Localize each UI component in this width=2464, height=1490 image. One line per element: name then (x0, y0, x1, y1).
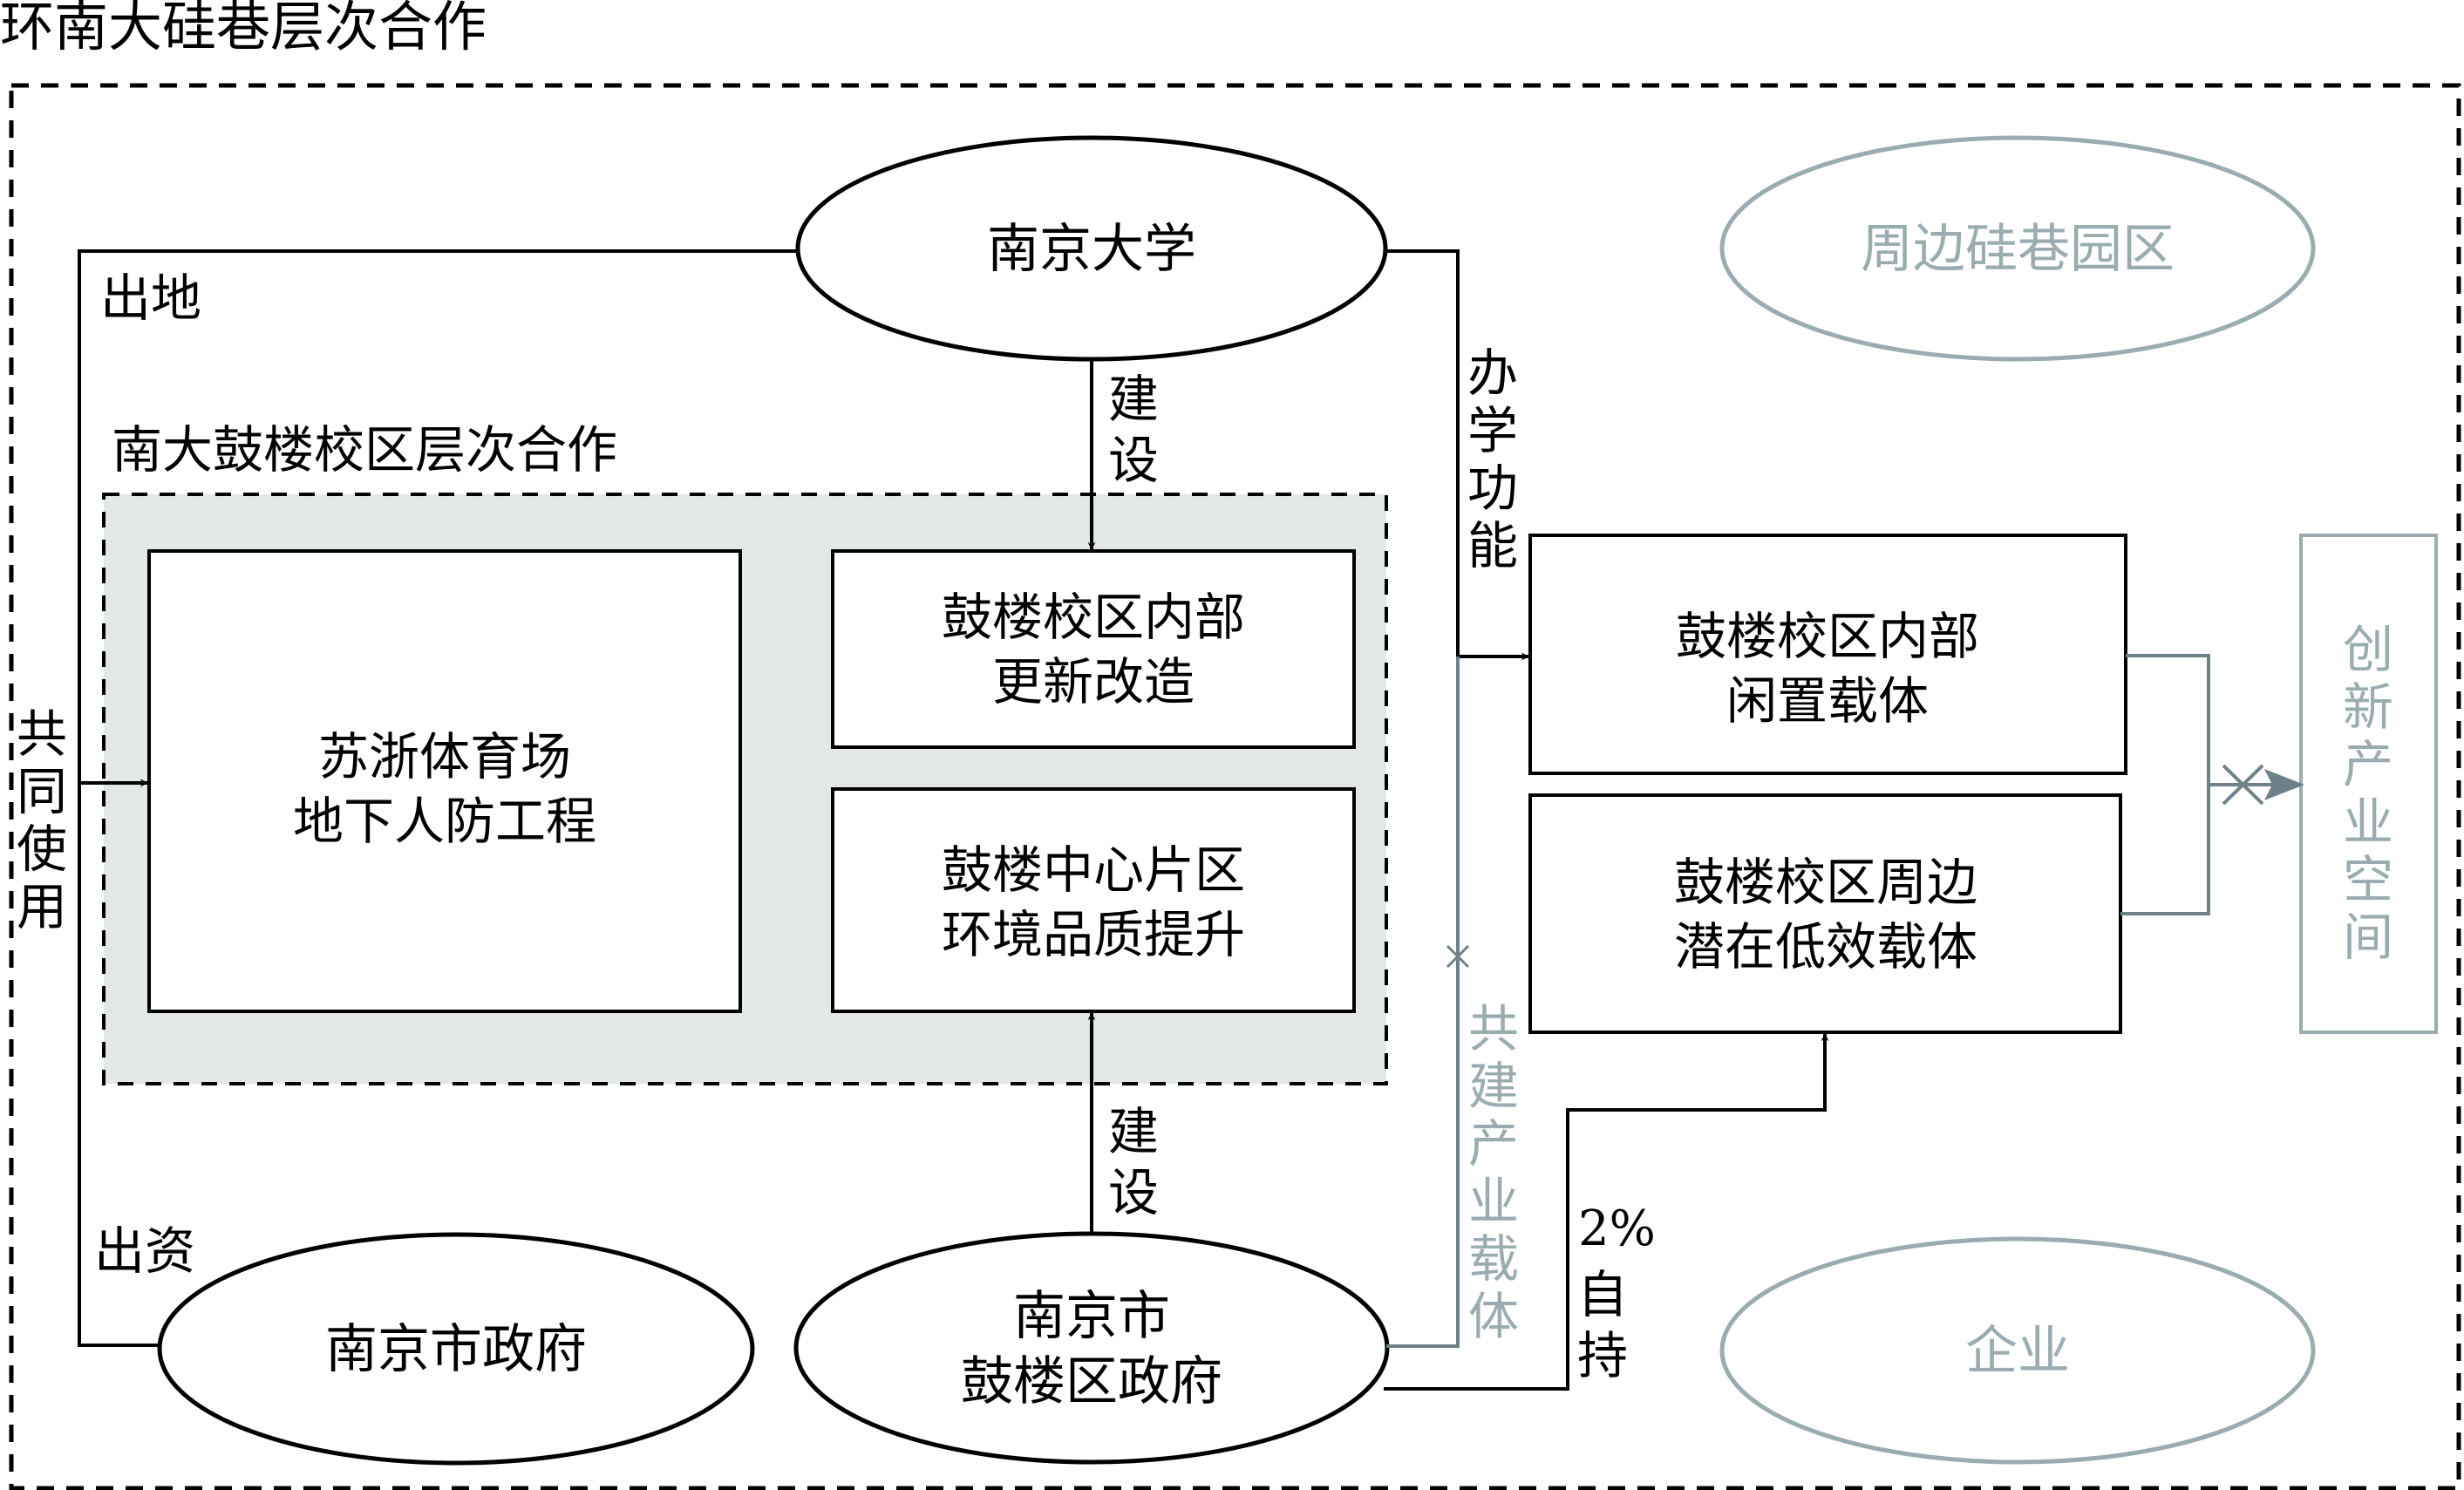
edge-land-invest (78, 249, 798, 1347)
carrier-idle[interactable]: 鼓楼校区内部 闲置载体 (1528, 534, 2127, 775)
label-school-function-char: 能 (1467, 516, 1518, 575)
label-shared-use-char: 使 (17, 820, 67, 879)
actor-silicon-parks[interactable]: 周边硅巷园区 (1719, 135, 2316, 362)
arrow-head-icon (2264, 769, 2304, 800)
carrier-potential[interactable]: 鼓楼校区周边 潜在低效载体 (1528, 793, 2122, 1034)
label-shared-use-char: 共 (17, 704, 67, 764)
innovation-space-text-char: 产 (2343, 735, 2393, 794)
actor-city-gov-label: 南京市政府 (325, 1319, 587, 1380)
label-build-bottom-char: 设 (1108, 1163, 1159, 1222)
label-school-function-char: 办 (1467, 344, 1518, 403)
project-center-environment[interactable]: 鼓楼中心片区 环境品质提升 (831, 787, 1356, 1013)
blocked-mark-icon (1446, 944, 1470, 969)
project-suzhe-stadium[interactable]: 苏浙体育场 地下人防工程 (147, 549, 742, 1013)
label-build-bottom: 建设 (1108, 1102, 1159, 1222)
carrier-idle-line1: 鼓楼校区内部 (1676, 607, 1979, 666)
innovation-space-text-char: 新 (2343, 677, 2393, 737)
label-shared-use-char: 用 (17, 877, 67, 936)
label-school-function-char: 功 (1467, 459, 1518, 518)
label-build-top-char: 设 (1108, 431, 1159, 490)
diagram-title: 环南大硅巷层次合作 (0, 0, 487, 58)
project-campus-renewal[interactable]: 鼓楼校区内部 更新改造 (831, 549, 1356, 749)
innovation-space-text-char: 业 (2343, 793, 2393, 852)
label-co-build-char: 共 (1468, 999, 1519, 1058)
carrier-potential-line1: 鼓楼校区周边 (1674, 853, 1977, 912)
label-school-function-char: 学 (1467, 401, 1518, 460)
actor-nju[interactable]: 南京大学 (795, 135, 1388, 362)
edge-co-build (1386, 657, 1460, 1348)
edge-carriers-merge (2120, 654, 2210, 915)
project-suzhe-line2: 地下人防工程 (293, 792, 596, 851)
actor-enterprise[interactable]: 企业 (1719, 1236, 2316, 1465)
project-center-env-line2: 环境品质提升 (942, 905, 1245, 964)
actor-nju-label: 南京大学 (987, 219, 1196, 280)
label-self-hold-char: 持 (1577, 1326, 1628, 1385)
label-co-build-char: 产 (1468, 1114, 1519, 1174)
outer-scope-frame (9, 83, 2461, 1490)
label-build-bottom-char: 建 (1108, 1102, 1159, 1161)
actor-gulou-gov-line1: 南京市 (1013, 1286, 1170, 1347)
label-self-hold-pct: 2% (1578, 1201, 1656, 1257)
label-self-hold: 自持 (1577, 1265, 1628, 1385)
edge-school-function (1385, 249, 1529, 661)
actor-gulou-gov-line2: 鼓楼区政府 (961, 1351, 1222, 1412)
inner-scope-title: 南大鼓楼校区层次合作 (112, 420, 617, 480)
innovation-space-text-char: 空 (2343, 850, 2393, 909)
label-co-build-char: 建 (1468, 1057, 1519, 1116)
actor-enterprise-label: 企业 (1965, 1321, 2070, 1382)
label-self-hold-char: 自 (1577, 1265, 1628, 1324)
label-co-build-char: 业 (1468, 1172, 1519, 1231)
actor-gulou-gov[interactable]: 南京市 鼓楼区政府 (793, 1231, 1390, 1465)
project-campus-renewal-line2: 更新改造 (992, 652, 1195, 711)
label-co-build-char: 体 (1468, 1287, 1519, 1346)
project-center-env-line1: 鼓楼中心片区 (942, 840, 1245, 900)
edge-self-hold (1384, 1033, 1829, 1391)
actor-city-gov[interactable]: 南京市政府 (157, 1232, 755, 1466)
carrier-idle-line2: 闲置载体 (1726, 671, 1929, 731)
blocked-mark-icon (2222, 764, 2264, 806)
label-build-top-char: 建 (1108, 370, 1159, 429)
project-campus-renewal-line1: 鼓楼校区内部 (942, 588, 1245, 647)
label-land: 出地 (100, 269, 201, 328)
carrier-potential-line2: 潜在低效载体 (1674, 917, 1977, 976)
project-suzhe-line1: 苏浙体育场 (318, 727, 571, 786)
label-co-build-char: 载 (1468, 1229, 1519, 1289)
innovation-space-text-char: 间 (2343, 908, 2393, 967)
label-shared-use-char: 同 (17, 762, 67, 821)
actor-silicon-parks-label: 周边硅巷园区 (1861, 219, 2175, 280)
label-build-top: 建设 (1108, 370, 1159, 490)
label-invest: 出资 (94, 1221, 195, 1281)
innovation-space-text-char: 创 (2343, 620, 2393, 679)
